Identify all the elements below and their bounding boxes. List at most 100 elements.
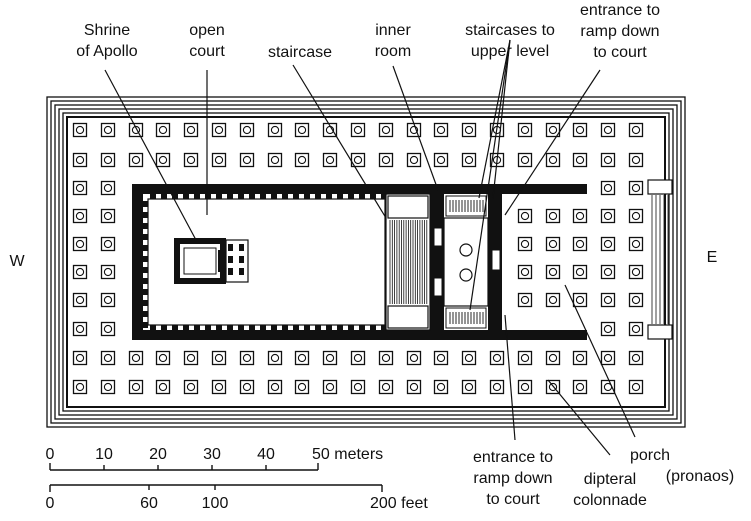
column <box>128 152 144 168</box>
label-dipteral: dipteral colonnade <box>573 471 647 509</box>
scale-m-40: 40 <box>257 446 275 463</box>
column <box>572 122 588 138</box>
column <box>350 122 366 138</box>
column <box>378 350 394 366</box>
scale-m-10: 10 <box>95 446 113 463</box>
column <box>100 264 116 280</box>
column <box>433 152 449 168</box>
column <box>433 379 449 395</box>
column <box>545 122 561 138</box>
scale-ft-0: 0 <box>45 495 55 512</box>
column <box>628 122 644 138</box>
column <box>378 379 394 395</box>
porch-walls <box>502 184 587 340</box>
column <box>155 152 171 168</box>
column <box>155 379 171 395</box>
column <box>267 350 283 366</box>
inner-room-wall-blocks <box>432 250 444 276</box>
column <box>294 122 310 138</box>
column <box>239 122 255 138</box>
column <box>628 236 644 252</box>
label-west: W <box>9 253 25 270</box>
column <box>350 152 366 168</box>
column <box>517 292 533 308</box>
column <box>239 350 255 366</box>
column <box>294 152 310 168</box>
column <box>517 152 533 168</box>
column <box>489 350 505 366</box>
column <box>545 152 561 168</box>
column <box>322 122 338 138</box>
column <box>600 208 616 224</box>
column <box>128 350 144 366</box>
column <box>100 208 116 224</box>
column <box>378 122 394 138</box>
staircase-bottom-landing <box>387 305 429 329</box>
column <box>155 122 171 138</box>
column <box>183 122 199 138</box>
inner-room-doors <box>433 227 501 297</box>
label-pronaos: (pronaos) <box>665 468 735 485</box>
column <box>572 236 588 252</box>
column <box>378 152 394 168</box>
inner-room <box>443 217 489 307</box>
column <box>322 350 338 366</box>
scale-ft-100: 100 <box>201 495 229 512</box>
column <box>294 350 310 366</box>
column <box>72 208 88 224</box>
column <box>628 264 644 280</box>
scale-ft-end: 200 feet <box>370 495 428 512</box>
column <box>267 152 283 168</box>
column <box>100 321 116 337</box>
label-open-court: open court <box>189 22 225 60</box>
column <box>628 292 644 308</box>
column <box>211 350 227 366</box>
inner-room-column <box>459 243 473 257</box>
column <box>350 350 366 366</box>
column <box>72 350 88 366</box>
column <box>72 292 88 308</box>
platform-edge <box>66 116 666 408</box>
column <box>350 379 366 395</box>
column <box>572 152 588 168</box>
column <box>322 152 338 168</box>
label-entrance-top: entrance to ramp down to court <box>579 2 661 61</box>
column <box>239 152 255 168</box>
column <box>267 379 283 395</box>
upper-stair-treads <box>449 200 484 324</box>
column <box>72 236 88 252</box>
scale-m-end: 50 meters <box>312 446 384 463</box>
column <box>572 264 588 280</box>
column <box>211 122 227 138</box>
column <box>600 152 616 168</box>
column <box>183 379 199 395</box>
label-entrance-bottom: entrance to ramp down to court <box>472 449 554 508</box>
column <box>322 379 338 395</box>
column <box>211 379 227 395</box>
staircase-hatch <box>389 220 428 304</box>
label-inner-room: inner room <box>374 22 412 60</box>
column <box>628 180 644 196</box>
label-staircase: staircase <box>267 44 333 61</box>
column <box>600 321 616 337</box>
column <box>600 292 616 308</box>
column <box>628 208 644 224</box>
column <box>100 236 116 252</box>
column <box>183 350 199 366</box>
staircase-top-landing <box>387 195 429 219</box>
scale-ft-60: 60 <box>140 495 158 512</box>
column <box>545 292 561 308</box>
column <box>461 350 477 366</box>
column <box>600 180 616 196</box>
east-entrance-blocks <box>647 179 673 340</box>
column <box>72 180 88 196</box>
column <box>72 264 88 280</box>
platform-steps <box>46 96 686 428</box>
column <box>600 379 616 395</box>
scale-m-30: 30 <box>203 446 221 463</box>
label-porch: porch <box>629 447 671 464</box>
column <box>100 350 116 366</box>
column-grid <box>72 122 644 395</box>
column <box>517 122 533 138</box>
